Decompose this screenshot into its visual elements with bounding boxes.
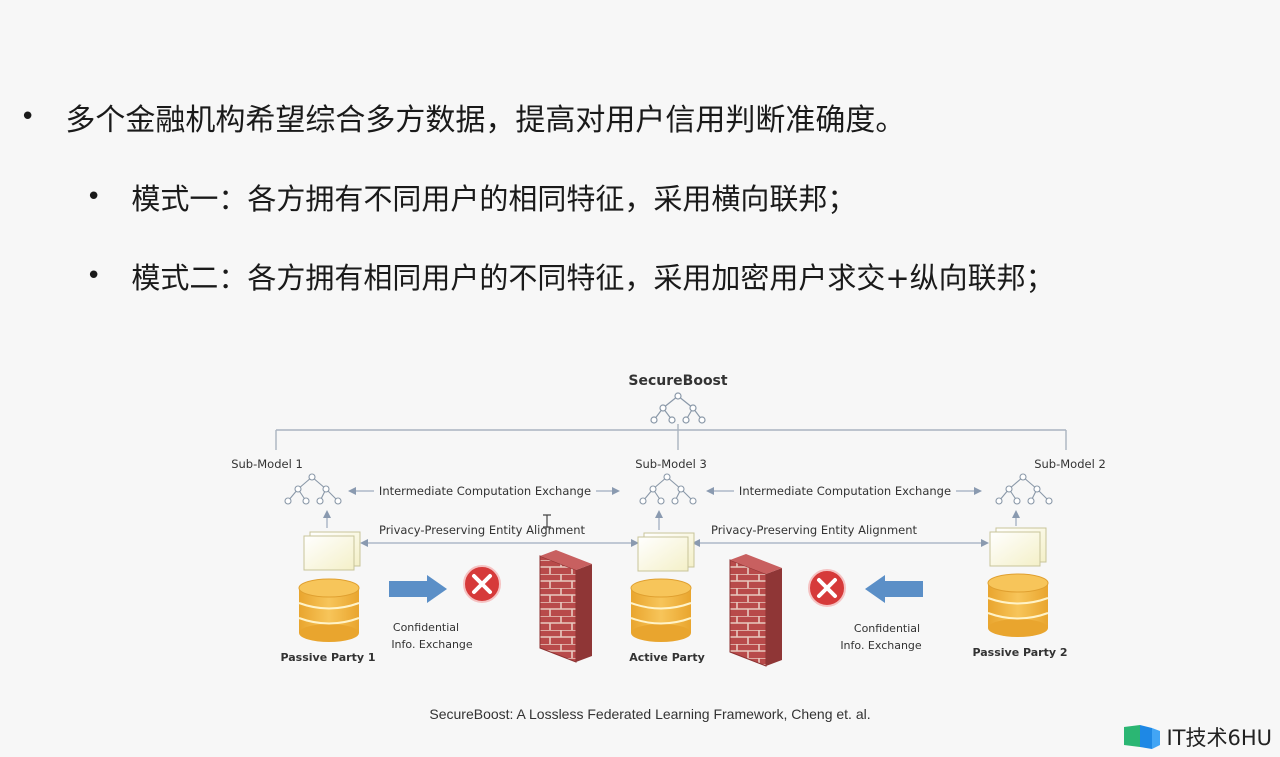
sub-bullet-text-1: 模式一：各方拥有不同用户的相同特征，采用横向联邦； <box>131 182 857 216</box>
confidential-label-2b: Info. Exchange <box>840 639 922 652</box>
bullet-dot: • <box>20 102 36 132</box>
intermediate-exchange-label-1: Intermediate Computation Exchange <box>379 484 591 498</box>
data-transfer-arrow-right-icon <box>389 575 447 603</box>
model-box-icon <box>989 527 1047 567</box>
database-icon <box>630 578 692 642</box>
model-link-arrow <box>323 510 1020 530</box>
secureboost-tree-icon <box>650 392 706 424</box>
submodel-label-3: Sub-Model 3 <box>635 457 707 471</box>
logo-icon <box>1124 725 1161 749</box>
confidential-label-2a: Confidential <box>854 622 920 635</box>
hierarchy-bracket <box>275 424 1067 450</box>
submodel-tree-icon <box>284 473 342 505</box>
model-box-icon <box>637 532 695 572</box>
database-icon <box>987 573 1049 637</box>
party-label-active: Active Party <box>629 651 705 664</box>
intermediate-exchange-label-2: Intermediate Computation Exchange <box>739 484 951 498</box>
bullet-dot: • <box>86 182 102 212</box>
forbidden-icon <box>808 569 846 607</box>
confidential-label-1b: Info. Exchange <box>391 638 473 651</box>
submodel-tree-icon <box>995 473 1053 505</box>
firewall-icon <box>729 554 782 667</box>
watermark-brand: IT技术6HU <box>1122 722 1272 752</box>
entity-alignment-label-1: Privacy-Preserving Entity Alignment <box>379 523 586 537</box>
figure-caption: SecureBoost: A Lossless Federated Learni… <box>429 706 871 722</box>
main-bullet: • 多个金融机构希望综合多方数据，提高对用户信用判断准确度。 <box>20 95 905 139</box>
submodel-label-1: Sub-Model 1 <box>231 457 303 471</box>
main-bullet-text: 多个金融机构希望综合多方数据，提高对用户信用判断准确度。 <box>65 103 906 138</box>
forbidden-icon <box>463 565 501 603</box>
sub-bullet-2: • 模式二：各方拥有相同用户的不同特征，采用加密用户求交+纵向联邦； <box>86 255 1055 297</box>
brand-text: IT技术6HU <box>1166 726 1272 750</box>
entity-alignment-label-2: Privacy-Preserving Entity Alignment <box>711 523 918 537</box>
database-icon <box>298 578 360 642</box>
sub-bullet-1: • 模式一：各方拥有不同用户的相同特征，采用横向联邦； <box>86 176 856 218</box>
party-label-passive-1: Passive Party 1 <box>280 651 375 664</box>
diagram-title: SecureBoost <box>628 373 727 389</box>
data-transfer-arrow-left-icon <box>865 575 923 603</box>
confidential-label-1a: Confidential <box>393 621 459 634</box>
submodel-tree-icon <box>639 473 697 505</box>
party-label-passive-2: Passive Party 2 <box>972 646 1067 659</box>
bullet-dot: • <box>86 261 102 291</box>
model-box-icon <box>303 531 361 571</box>
sub-bullet-text-2: 模式二：各方拥有相同用户的不同特征，采用加密用户求交+纵向联邦； <box>131 261 1055 295</box>
text-cursor-icon <box>543 514 551 528</box>
submodel-label-2: Sub-Model 2 <box>1034 457 1106 471</box>
firewall-icon <box>539 550 592 663</box>
